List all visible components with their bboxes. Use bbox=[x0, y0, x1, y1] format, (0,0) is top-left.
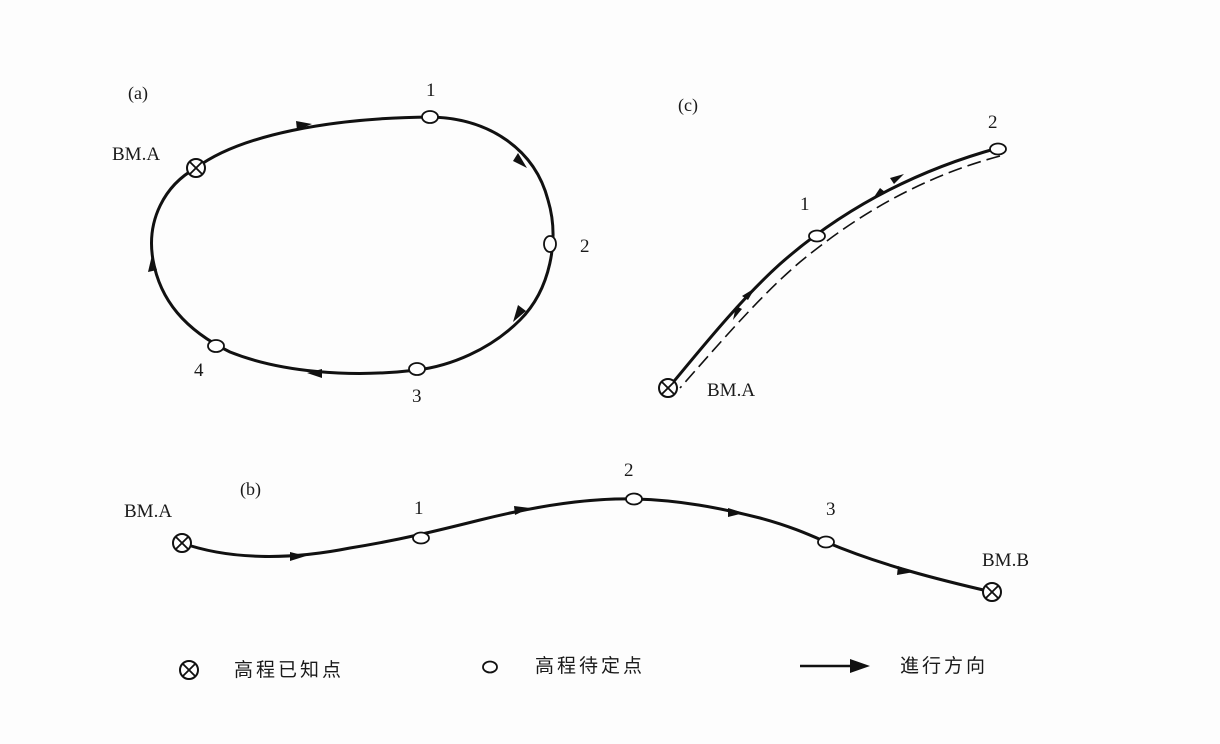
panel-b-arrow-3 bbox=[728, 508, 744, 517]
panel-a-arrow-4 bbox=[307, 369, 322, 378]
panel-c-arrow-out-2 bbox=[890, 174, 904, 184]
panel-a-loop-route bbox=[150, 115, 555, 375]
panel-a-point-4-label: 4 bbox=[194, 360, 204, 381]
panel-a-closed-loop: (a) BM.A 1 2 3 4 bbox=[112, 80, 590, 407]
panel-c-known-point-symbol bbox=[658, 378, 678, 398]
panel-b-point-3-label: 3 bbox=[826, 499, 836, 520]
panel-a-point-2 bbox=[543, 235, 557, 253]
panel-b-arrow-1 bbox=[290, 552, 306, 561]
panel-b-point-2 bbox=[625, 492, 643, 506]
panel-c-outbound-route bbox=[668, 146, 999, 387]
panel-b-route bbox=[181, 497, 993, 594]
panel-a-known-point-label: BM.A bbox=[112, 144, 160, 165]
panel-b-start-point-symbol bbox=[172, 533, 192, 553]
panel-a-known-point-symbol bbox=[186, 158, 206, 178]
panel-b-start-point-label: BM.A bbox=[124, 501, 172, 522]
panel-b-end-point-symbol bbox=[982, 582, 1002, 602]
panel-b-arrow-2 bbox=[514, 506, 530, 515]
panel-b-point-2-label: 2 bbox=[624, 460, 634, 481]
panel-a-point-3 bbox=[408, 362, 426, 376]
panel-a-arrow-2 bbox=[513, 153, 527, 168]
panel-b-point-1 bbox=[412, 531, 430, 545]
panel-c-spur-route: (c) BM.A 1 2 bbox=[658, 95, 1007, 401]
panel-c-label: (c) bbox=[678, 95, 698, 116]
panel-b-end-point-label: BM.B bbox=[982, 550, 1029, 571]
panel-a-point-2-label: 2 bbox=[580, 236, 590, 257]
panel-b-arrow-4 bbox=[897, 566, 914, 575]
panel-c-point-2 bbox=[989, 142, 1007, 156]
legend: 高程已知点 高程待定点 進行方向 bbox=[179, 655, 988, 681]
panel-c-arrow-back-2 bbox=[733, 306, 742, 320]
legend-direction-label: 進行方向 bbox=[900, 655, 988, 677]
panel-b-connecting-route: (b) BM.A 1 2 3 BM.B bbox=[124, 460, 1029, 602]
legend-direction-arrow-icon bbox=[850, 659, 870, 673]
panel-b-point-3 bbox=[817, 535, 835, 549]
panel-c-point-1-label: 1 bbox=[800, 194, 810, 215]
panel-a-arrow-1 bbox=[296, 121, 312, 130]
panel-a-point-3-label: 3 bbox=[412, 386, 422, 407]
panel-c-return-route bbox=[679, 155, 1001, 389]
panel-a-arrow-5 bbox=[148, 255, 157, 272]
panel-c-known-point-label: BM.A bbox=[707, 380, 755, 401]
panel-c-point-1 bbox=[808, 229, 826, 243]
legend-known-label: 高程已知点 bbox=[234, 659, 344, 681]
panel-a-point-1-label: 1 bbox=[426, 80, 436, 101]
panel-a-point-1 bbox=[421, 110, 439, 124]
legend-known-point-symbol bbox=[179, 660, 199, 680]
panel-a-point-4 bbox=[207, 339, 225, 353]
panel-b-point-1-label: 1 bbox=[414, 498, 424, 519]
panel-c-point-2-label: 2 bbox=[988, 112, 998, 133]
legend-unknown-label: 高程待定点 bbox=[535, 655, 645, 677]
legend-unknown-point-symbol bbox=[482, 660, 498, 674]
panel-b-label: (b) bbox=[240, 479, 261, 500]
panel-c-arrow-back-1 bbox=[872, 188, 885, 200]
panel-a-arrow-3 bbox=[513, 305, 526, 322]
panel-a-label: (a) bbox=[128, 83, 148, 104]
panel-c-arrow-out-1 bbox=[742, 288, 755, 300]
